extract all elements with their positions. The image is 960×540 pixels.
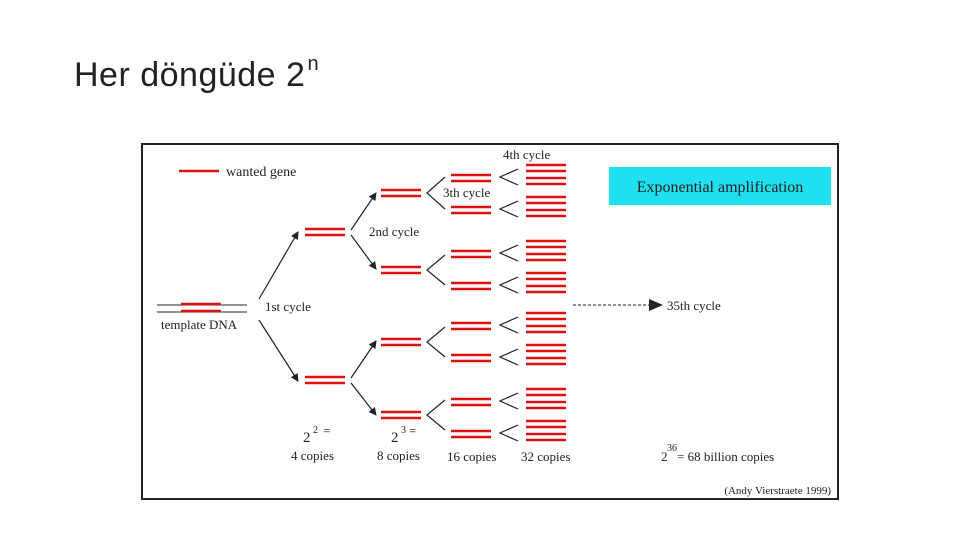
count4-text: 4 copies (291, 448, 334, 463)
title-superscript: n (307, 52, 320, 75)
cycle3-products (426, 173, 491, 439)
count4-exp: 2 (313, 425, 318, 436)
arrow-cycle2-c (350, 340, 377, 379)
cycle2-products (381, 188, 421, 420)
dashed-arrow-head (649, 299, 663, 311)
copy-counts: 2 2 = 4 copies 2 3 = 8 copies 16 copies … (291, 423, 774, 464)
count8-base: 2 (391, 430, 399, 446)
pcr-amplification-figure: wanted gene template DNA 1st cycle 2nd c… (141, 143, 839, 500)
cycle1-products (305, 227, 345, 385)
count35-base: 2 (661, 449, 668, 464)
pcr-diagram-svg: wanted gene template DNA 1st cycle 2nd c… (157, 147, 831, 497)
arrow-cycle1-down (258, 319, 299, 382)
cycle4-chevrons (498, 168, 519, 442)
credit-text: (Andy Vierstraete 1999) (724, 485, 831, 497)
banner-background (609, 167, 831, 205)
arrow-cycle2-d (350, 382, 377, 416)
template-dna: template DNA (157, 302, 247, 332)
count8-text: 8 copies (377, 448, 420, 463)
count35-text: = 68 billion copies (677, 449, 774, 464)
third-cycle-label: 3th cycle (443, 185, 491, 200)
legend: wanted gene (179, 165, 296, 180)
template-label: template DNA (161, 317, 238, 332)
legend-label: wanted gene (226, 165, 296, 180)
arrow-cycle1-up (258, 231, 299, 300)
fourth-cycle-label: 4th cycle (503, 147, 551, 162)
arrow-cycle2-a (350, 192, 377, 231)
count4-base: 2 (303, 430, 311, 446)
count8-exp: 3 (401, 425, 406, 436)
count35-exp: 36 (667, 443, 677, 454)
count4-eq: = (323, 423, 330, 438)
arrow-cycle2-b (350, 234, 377, 270)
cycle4-products (526, 163, 566, 442)
second-cycle-label: 2nd cycle (369, 224, 419, 239)
count32-text: 32 copies (521, 449, 570, 464)
exponential-banner: Exponential amplification (609, 167, 831, 205)
title-text: Her döngüde 2 (74, 56, 306, 94)
final-cycle-label: 35th cycle (667, 298, 721, 313)
first-cycle-label: 1st cycle (265, 299, 311, 314)
banner-text: Exponential amplification (637, 179, 804, 196)
count8-eq: = (409, 423, 416, 438)
count16-text: 16 copies (447, 449, 496, 464)
